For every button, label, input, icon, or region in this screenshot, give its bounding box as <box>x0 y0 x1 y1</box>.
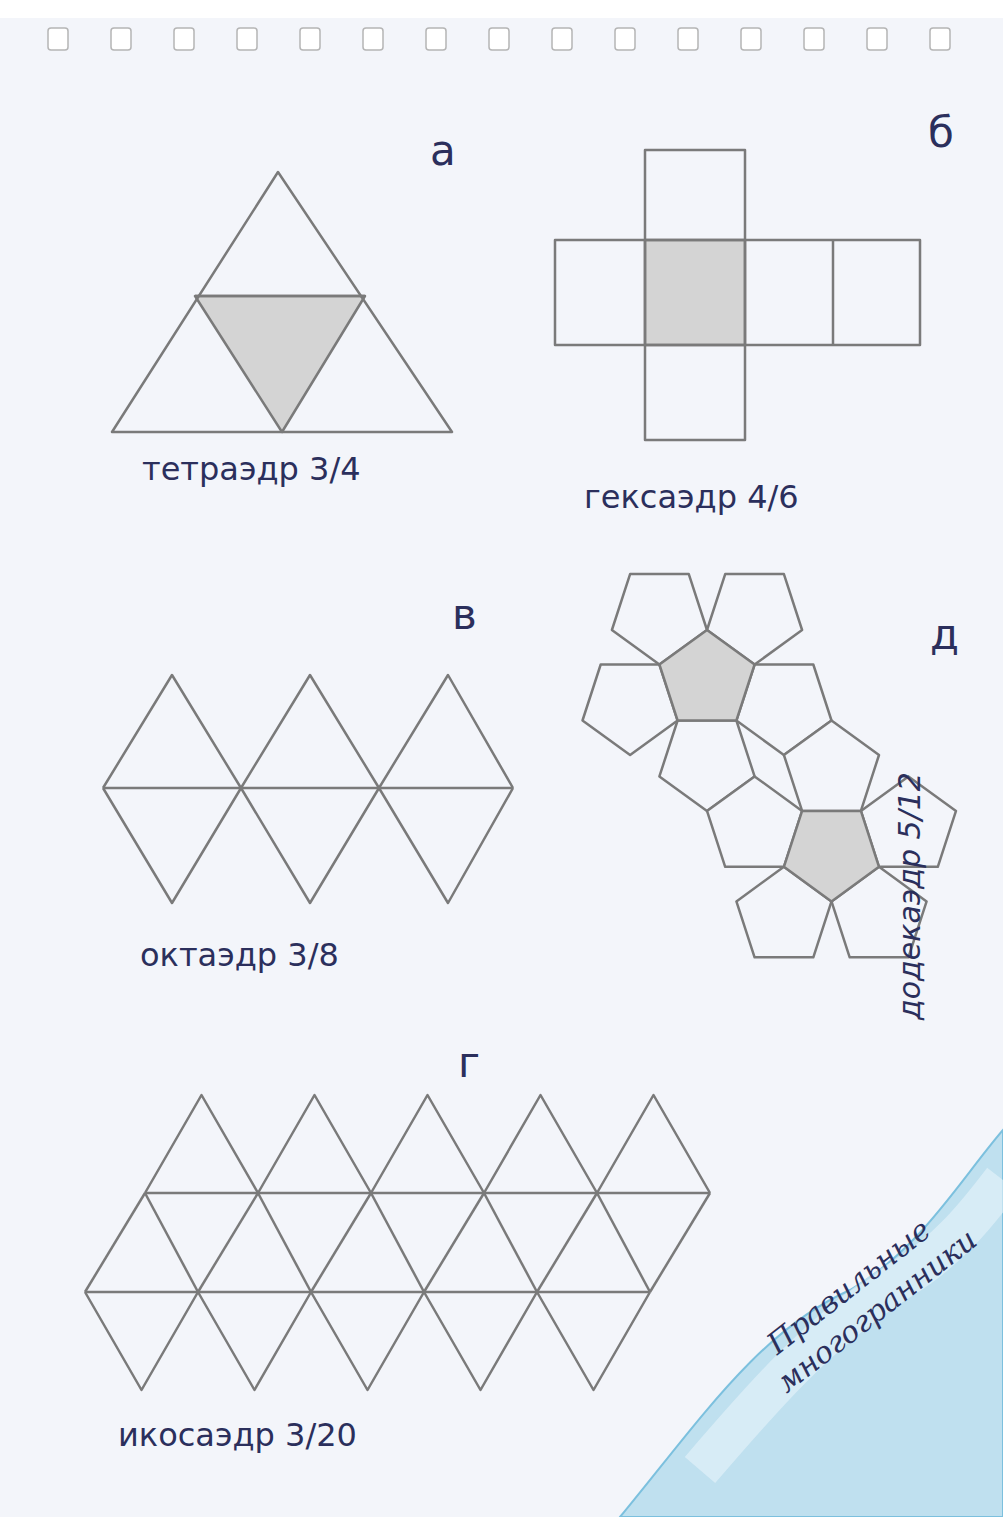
octa-guide <box>172 674 448 677</box>
icosa-net <box>85 1095 710 1390</box>
polyhedron-name: гексаэдр 4/6 <box>584 480 799 515</box>
octa-net <box>103 788 513 903</box>
spiral-hole <box>489 28 509 50</box>
polyhedron-name: октаэдр 3/8 <box>140 938 339 973</box>
spiral-hole <box>48 28 68 50</box>
icosa-top-tri <box>484 1095 597 1193</box>
cube-shaded-face <box>645 240 745 345</box>
spiral-hole <box>930 28 950 50</box>
icosa-line <box>650 1193 710 1292</box>
tetra-net <box>112 172 452 432</box>
cube-strip <box>555 240 920 345</box>
icosa-top-tri <box>258 1095 371 1193</box>
octa-net <box>103 675 513 788</box>
icosa-line <box>198 1193 258 1292</box>
icosa-line <box>537 1193 597 1292</box>
spiral-hole <box>678 28 698 50</box>
paper-edge <box>0 0 1003 18</box>
icosa-line <box>258 1193 311 1292</box>
spiral-hole <box>237 28 257 50</box>
dodeca-shaded-face <box>784 811 879 902</box>
spiral-hole <box>741 28 761 50</box>
icosa-line <box>145 1193 198 1292</box>
nets <box>85 150 956 1390</box>
tetra-shaded-face <box>195 296 365 432</box>
cube-fold <box>832 240 835 345</box>
spiral-hole <box>363 28 383 50</box>
icosa-bottom-tri <box>424 1292 537 1390</box>
icosa-bottom-tri <box>537 1292 650 1390</box>
spiral-hole <box>552 28 572 50</box>
dodeca-shaded-face <box>659 630 754 721</box>
polyhedron-name: икосаэдр 3/20 <box>118 1418 357 1453</box>
polyhedron-name: тетраэдр 3/4 <box>142 452 361 487</box>
icosa-line <box>484 1193 537 1292</box>
spiral-holes <box>48 28 950 50</box>
cube-strip <box>645 150 745 440</box>
spiral-hole <box>300 28 320 50</box>
dodeca-face <box>784 721 879 811</box>
net-letter: а <box>430 128 456 174</box>
icosa-bottom-tri <box>198 1292 311 1390</box>
spiral-hole <box>615 28 635 50</box>
net-letter: г <box>458 1040 480 1086</box>
watercolor-blob <box>620 1130 1003 1517</box>
icosa-bottom-tri <box>311 1292 424 1390</box>
net-letter: в <box>452 592 477 638</box>
spiral-hole <box>426 28 446 50</box>
spiral-hole <box>804 28 824 50</box>
spiral-hole <box>867 28 887 50</box>
icosa-top-tri <box>597 1095 710 1193</box>
icosa-bottom-tri <box>85 1292 198 1390</box>
polyhedron-name: додекаэдр 5/12 <box>893 772 926 1020</box>
icosa-top-tri <box>371 1095 484 1193</box>
octa-fold <box>103 787 513 790</box>
icosa-line <box>371 1193 424 1292</box>
net-letter: б <box>928 110 954 156</box>
icosa-line <box>597 1193 650 1292</box>
spiral-hole <box>111 28 131 50</box>
icosa-line <box>85 1193 145 1292</box>
icosa-line <box>85 1291 650 1294</box>
icosa-line <box>145 1192 710 1195</box>
blob-highlight <box>700 1180 1003 1470</box>
icosa-line <box>311 1193 371 1292</box>
tetra-fold <box>195 295 365 298</box>
net-letter: д <box>930 612 959 658</box>
icosa-top-tri <box>145 1095 258 1193</box>
spiral-hole <box>174 28 194 50</box>
icosa-line <box>424 1193 484 1292</box>
